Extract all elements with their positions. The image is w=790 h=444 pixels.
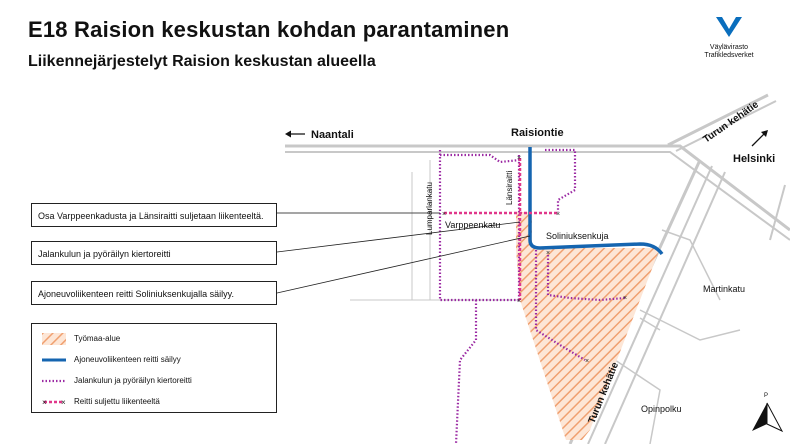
logo-mark-icon [716,17,742,37]
closure-markers: × × × × × × × [442,155,627,365]
svg-text:×: × [61,398,66,407]
callout-leaders [276,212,531,294]
legend-label: Jalankulun ja pyöräilyn kiertoreitti [74,376,192,385]
page-title: E18 Raision keskustan kohdan parantamine… [28,17,510,42]
detour-routes [438,148,626,444]
page-subtitle: Liikennejärjestelyt Raision keskustan al… [28,53,376,70]
logo-text-fi: Väylävirasto [709,44,749,51]
helsinki-arrow [751,130,768,147]
callout-closure: Osa Varppeenkadusta ja Länsiraitti sulje… [31,203,277,227]
legend-label: Reitti suljettu liikenteeltä [74,397,160,406]
detour-swatch [42,379,66,383]
legend-label: Työmaa-alue [74,334,121,343]
label-naantali: Naantali [311,129,354,141]
label-lumparlankatu: Lumparlankatu [425,182,434,235]
naantali-arrow [285,130,305,138]
svg-text:×: × [623,295,627,302]
closed-swatch: × × [42,398,66,407]
legend-label: Ajoneuvoliikenteen reitti säilyy [74,355,181,364]
label-lansiraitti: Länsiraitti [505,171,514,205]
svg-text:×: × [556,211,560,218]
svg-text:×: × [546,250,550,257]
label-opinpolku: Opinpolku [641,404,682,414]
label-helsinki: Helsinki [733,153,775,165]
label-raisiontie: Raisiontie [511,127,564,139]
logo-text-sv: Trafikledsverket [704,52,754,59]
vehicle-route [528,147,664,256]
svg-text:×: × [517,155,521,162]
label-north: P [764,393,768,399]
svg-text:×: × [42,398,47,407]
work-area [516,212,660,440]
raisiontie-road [285,144,790,232]
svg-text:×: × [517,298,521,305]
callout-vehicle-route: Ajoneuvoliikenteen reitti Soliniuksenkuj… [31,281,277,305]
vehicle-route-swatch [42,358,66,362]
north-arrow [752,402,784,433]
vaylavirasto-logo: Väylävirasto Trafikledsverket [684,15,774,60]
svg-text:×: × [442,211,446,218]
label-varppeenkatu: Varppeenkatu [445,220,500,230]
closed-routes [444,158,558,300]
callout-detour: Jalankulun ja pyöräilyn kiertoreitti [31,241,277,265]
work-area-swatch [42,333,66,345]
map-legend: Työmaa-alue Ajoneuvoliikenteen reitti sä… [31,323,277,413]
turun-kehatie-road [667,93,769,147]
label-soliniuksenkuja: Soliniuksenkuja [546,231,609,241]
label-martinkatu: Martinkatu [703,284,745,294]
svg-text:×: × [585,358,589,365]
